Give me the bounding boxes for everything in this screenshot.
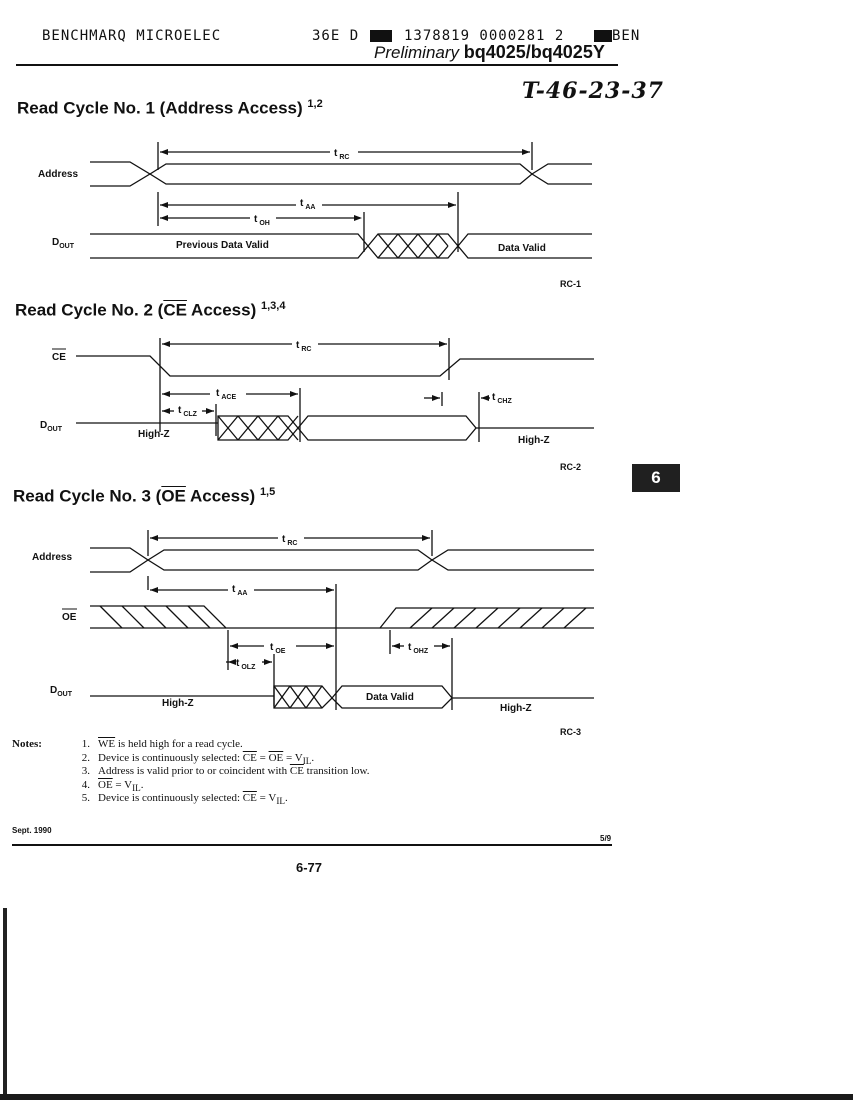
page-number: 6-77 — [296, 860, 323, 875]
note-item: 3.Address is valid prior to or coinciden… — [81, 765, 370, 777]
doc-suffix: BEN — [612, 28, 641, 44]
footer-rule — [12, 844, 612, 846]
highz-left-label: High-Z — [162, 698, 194, 709]
preliminary-label: Preliminary — [374, 43, 460, 62]
address-label: Address — [32, 552, 72, 563]
footer-date: Sept. 1990 — [12, 826, 52, 835]
address-label: Address — [38, 169, 78, 180]
dout-label: DOUT — [52, 237, 75, 250]
data-valid-label: Data Valid — [498, 243, 546, 254]
barcode-block-icon — [370, 30, 392, 42]
rc2-tag: RC-2 — [560, 462, 581, 472]
note-item: 1.WE is held high for a read cycle. — [81, 738, 243, 750]
handwritten-note: T-46-23-37 — [522, 78, 664, 104]
header-rule — [16, 64, 618, 66]
cycle1-title: Read Cycle No. 1 (Address Access) 1,2 — [17, 98, 323, 118]
note-item: 5.Device is continuously selected: CE = … — [81, 792, 288, 807]
barcode-block-icon — [594, 30, 612, 42]
note-item: 4.OE = VIL. — [81, 778, 144, 793]
note-item: 2.Device is continuously selected: CE = … — [81, 751, 315, 766]
scan-edge-bottom — [0, 1094, 853, 1100]
oe-label: OE — [62, 612, 77, 623]
dout-label: DOUT — [50, 685, 73, 698]
notes-list: 1.WE is held high for a read cycle. 2.De… — [72, 738, 492, 806]
cycle3-title: Read Cycle No. 3 (OE Access) 1,5 — [13, 486, 276, 506]
part-header: Preliminary bq4025/bq4025Y — [374, 42, 605, 63]
section-tab: 6 — [632, 464, 680, 492]
scan-edge-left — [3, 908, 7, 1100]
previous-data-valid-label: Previous Data Valid — [176, 240, 269, 251]
highz-right-label: High-Z — [518, 435, 550, 446]
highz-left-label: High-Z — [138, 429, 170, 440]
doc-code: 36E D — [312, 28, 360, 44]
dout-label: DOUT — [40, 420, 63, 433]
data-valid-label: Data Valid — [366, 692, 414, 703]
part-number: bq4025/bq4025Y — [463, 42, 605, 62]
barcode-numbers: 1378819 0000281 2 — [404, 28, 565, 44]
footer-page-code: 5/9 — [600, 834, 612, 843]
cycle2-title: Read Cycle No. 2 (CE Access) 1,3,4 — [15, 300, 286, 320]
ce-label: CE — [52, 352, 66, 363]
highz-right-label: High-Z — [500, 703, 532, 714]
rc1-tag: RC-1 — [560, 279, 581, 289]
company-code: BENCHMARQ MICROELEC — [42, 28, 222, 44]
rc3-tag: RC-3 — [560, 727, 581, 737]
notes-label: Notes: — [12, 738, 42, 750]
